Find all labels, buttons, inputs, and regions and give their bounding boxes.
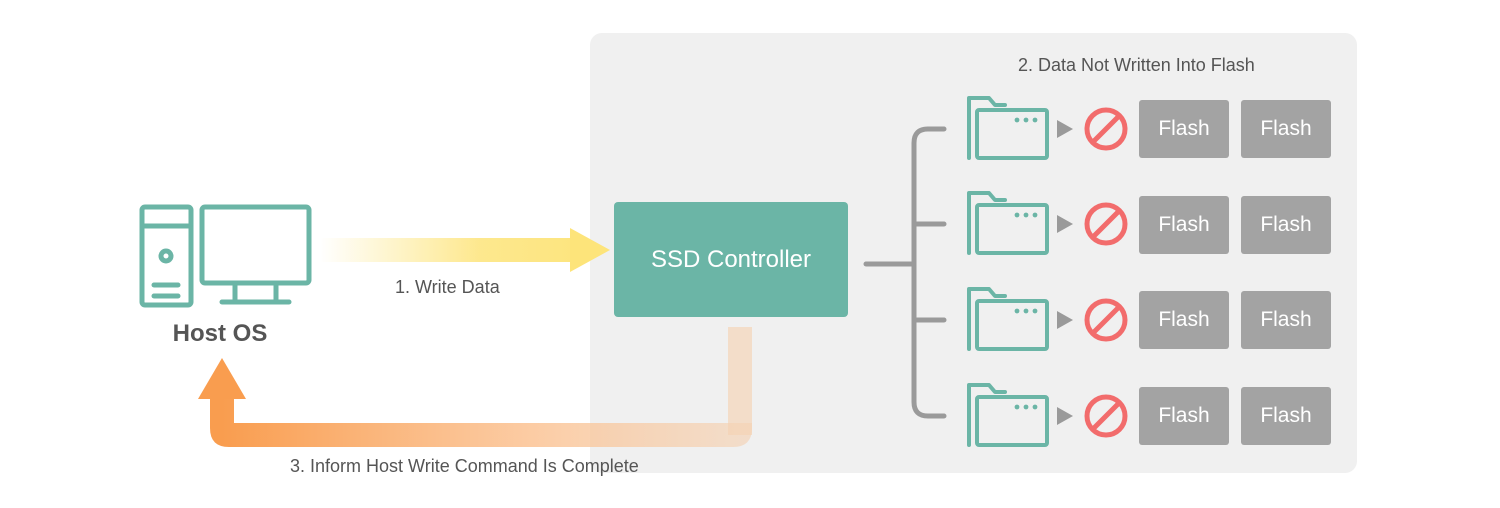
- flash-chip: Flash: [1139, 387, 1229, 445]
- prohibit-icon: [1084, 107, 1128, 151]
- desktop-computer-icon: [139, 204, 312, 308]
- inform-host-arrow: [198, 327, 752, 447]
- prohibit-icon: [1084, 298, 1128, 342]
- host-os-label: Host OS: [172, 320, 268, 347]
- inform-host-label: 3. Inform Host Write Command Is Complete: [290, 456, 639, 476]
- flash-chip: Flash: [1241, 387, 1331, 445]
- folder-icon: [967, 191, 1049, 255]
- flash-chip: Flash: [1139, 100, 1229, 158]
- folder-icon: [967, 383, 1049, 447]
- flash-chip: Flash: [1241, 196, 1331, 254]
- play-arrow-icon: [1057, 120, 1073, 138]
- prohibit-icon: [1084, 202, 1128, 246]
- flash-chip: Flash: [1139, 291, 1229, 349]
- write-data-arrow: [320, 228, 610, 272]
- data-not-written-label: 2. Data Not Written Into Flash: [1018, 55, 1255, 75]
- flash-chip: Flash: [1241, 291, 1331, 349]
- folder-icon: [967, 96, 1049, 160]
- play-arrow-icon: [1057, 215, 1073, 233]
- channel-connector: [863, 126, 947, 419]
- flash-chip: Flash: [1241, 100, 1331, 158]
- play-arrow-icon: [1057, 407, 1073, 425]
- flash-chip: Flash: [1139, 196, 1229, 254]
- play-arrow-icon: [1057, 311, 1073, 329]
- prohibit-icon: [1084, 394, 1128, 438]
- ssd-controller: SSD Controller: [614, 202, 848, 317]
- ssd-controller-label: SSD Controller: [650, 245, 812, 273]
- folder-icon: [967, 287, 1049, 351]
- write-data-label: 1. Write Data: [395, 277, 500, 297]
